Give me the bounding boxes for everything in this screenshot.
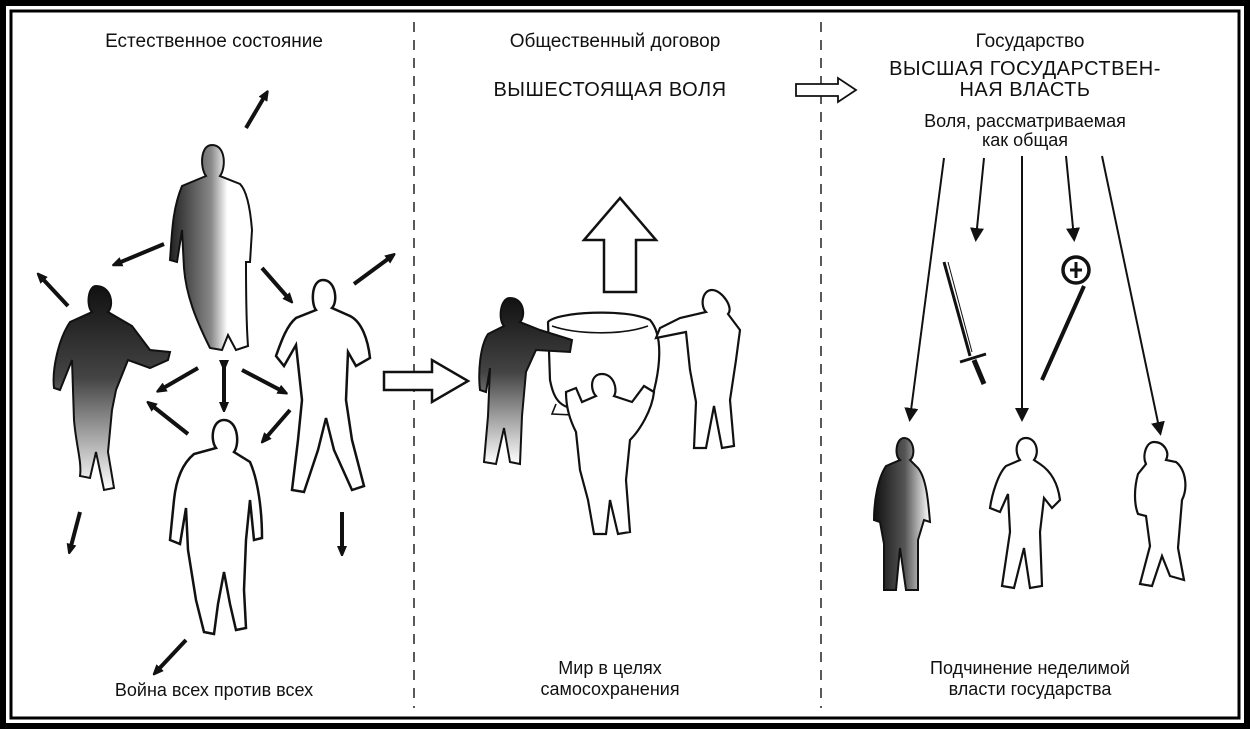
arrow-icon xyxy=(354,256,392,284)
arrow-icon xyxy=(246,94,266,128)
caption-subordination-line1: Подчинение неделимой xyxy=(860,659,1200,678)
caption-war-of-all: Война всех против всех xyxy=(44,681,384,700)
human-figure-icon xyxy=(566,374,654,534)
crosier-icon xyxy=(1042,257,1089,380)
arrow-icon xyxy=(1102,156,1160,432)
sword-icon xyxy=(944,262,986,384)
subtitle-common-will-line2: как общая xyxy=(850,131,1200,150)
arrow-icon xyxy=(976,158,984,238)
banner-state-power-line2: НАЯ ВЛАСТЬ xyxy=(840,80,1210,101)
caption-peace-line2: самосохранения xyxy=(450,680,770,699)
banner-supreme-will: ВЫШЕСТОЯЩАЯ ВОЛЯ xyxy=(440,80,780,101)
human-figure-icon xyxy=(276,280,370,492)
arrow-icon xyxy=(160,368,198,390)
hollow-up-arrow-icon xyxy=(584,198,656,292)
arrow-icon xyxy=(242,370,284,392)
arrow-icon xyxy=(910,158,944,418)
panel-title-natural-state: Естественное состояние xyxy=(44,32,384,52)
panel-title-social-contract: Общественный договор xyxy=(440,32,790,52)
human-figure-icon xyxy=(54,286,170,490)
human-figure-icon xyxy=(170,420,262,634)
human-figure-icon xyxy=(170,145,252,350)
panel-title-state: Государство xyxy=(870,32,1190,52)
caption-peace-line1: Мир в целях xyxy=(450,659,770,678)
arrow-icon xyxy=(40,276,68,306)
hollow-arrow-icon xyxy=(384,360,468,402)
arrow-icon xyxy=(150,404,188,434)
arrow-icon xyxy=(262,268,290,300)
human-figure-icon xyxy=(1135,442,1185,586)
arrow-icon xyxy=(116,244,164,264)
banner-state-power-line1: ВЫСШАЯ ГОСУДАРСТВЕН- xyxy=(840,59,1210,80)
caption-subordination-line2: власти государства xyxy=(860,680,1200,699)
arrow-icon xyxy=(1066,156,1074,238)
arrow-icon xyxy=(70,512,80,550)
arrow-icon xyxy=(156,640,186,672)
arrow-icon xyxy=(264,410,290,440)
human-figure-icon xyxy=(990,438,1060,588)
subtitle-common-will-line1: Воля, рассматриваемая xyxy=(850,112,1200,131)
human-figure-icon xyxy=(874,438,930,590)
human-figure-icon xyxy=(656,290,740,448)
